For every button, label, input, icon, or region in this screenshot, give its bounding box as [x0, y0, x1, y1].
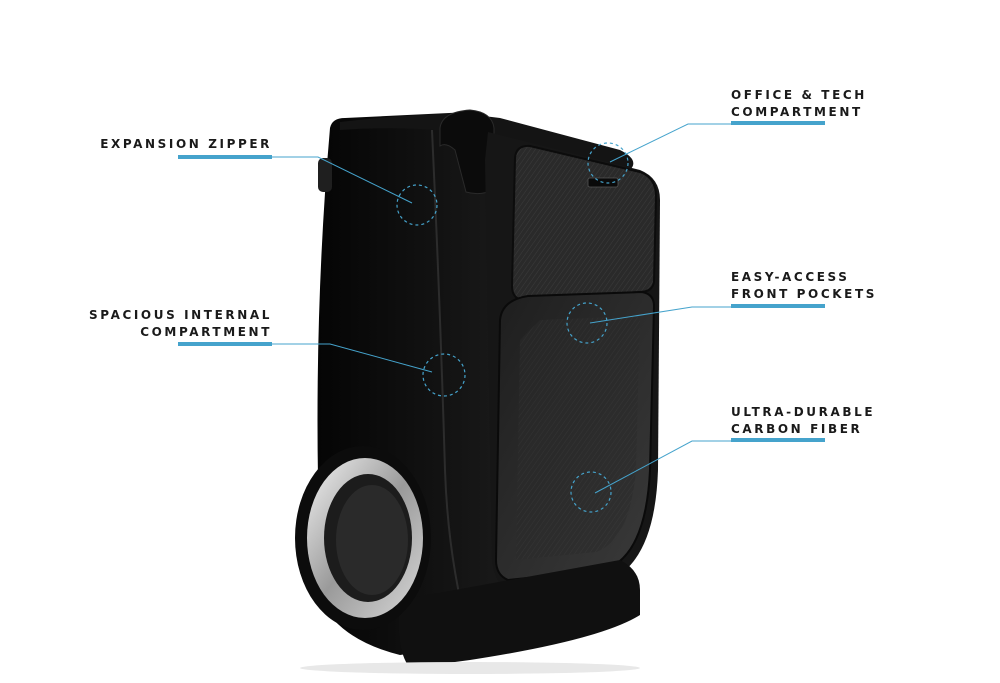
callout-marker-easy-access-front-pockets [566, 302, 608, 344]
callout-label-expansion-zipper: EXPANSION ZIPPER [100, 136, 272, 153]
callout-underline-spacious-internal-compartment [178, 342, 272, 346]
suitcase-top-panel [340, 114, 634, 170]
callout-label-line: OFFICE & TECH [731, 88, 867, 102]
callout-label-line: COMPARTMENT [731, 105, 863, 119]
wheel [295, 446, 431, 630]
callout-marker-expansion-zipper [396, 184, 438, 226]
callout-label-line: COMPARTMENT [140, 325, 272, 339]
front-pocket-texture [516, 316, 640, 560]
callout-leader-line-spacious-internal-compartment [272, 343, 433, 373]
callout-underline-easy-access-front-pockets [731, 304, 825, 308]
callout-label-line: ULTRA-DURABLE [731, 405, 876, 419]
callout-leader-line-easy-access-front-pockets [589, 306, 731, 324]
callout-label-line: EXPANSION ZIPPER [100, 137, 272, 151]
callout-leader-line-ultra-durable-carbon-fiber [594, 440, 731, 494]
callout-marker-office-tech-compartment [587, 142, 629, 184]
callout-underline-expansion-zipper [178, 155, 272, 159]
callout-label-line: FRONT POCKETS [731, 287, 877, 301]
callout-marker-spacious-internal-compartment [422, 353, 466, 397]
callout-label-line: CARBON FIBER [731, 422, 863, 436]
callout-label-line: SPACIOUS INTERNAL [89, 308, 272, 322]
callout-underline-ultra-durable-carbon-fiber [731, 438, 825, 442]
callout-leader-line-office-tech-compartment [609, 123, 731, 163]
suitcase-base [398, 560, 640, 668]
callout-label-line: EASY-ACCESS [731, 270, 850, 284]
callout-underline-office-tech-compartment [731, 121, 825, 125]
callout-leaders [272, 123, 731, 513]
callout-label-easy-access-front-pockets: EASY-ACCESS FRONT POCKETS [731, 269, 877, 303]
callout-label-spacious-internal-compartment: SPACIOUS INTERNAL COMPARTMENT [89, 307, 272, 341]
suitcase-image [295, 109, 660, 674]
ground-shadow [300, 662, 640, 674]
expansion-zipper-line [431, 129, 471, 641]
callout-label-ultra-durable-carbon-fiber: ULTRA-DURABLE CARBON FIBER [731, 404, 875, 438]
callout-marker-ultra-durable-carbon-fiber [570, 471, 612, 513]
callout-label-office-tech-compartment: OFFICE & TECH COMPARTMENT [731, 87, 867, 121]
tech-pocket [510, 144, 658, 302]
callout-leader-line-expansion-zipper [272, 156, 413, 204]
side-strap [318, 158, 332, 192]
